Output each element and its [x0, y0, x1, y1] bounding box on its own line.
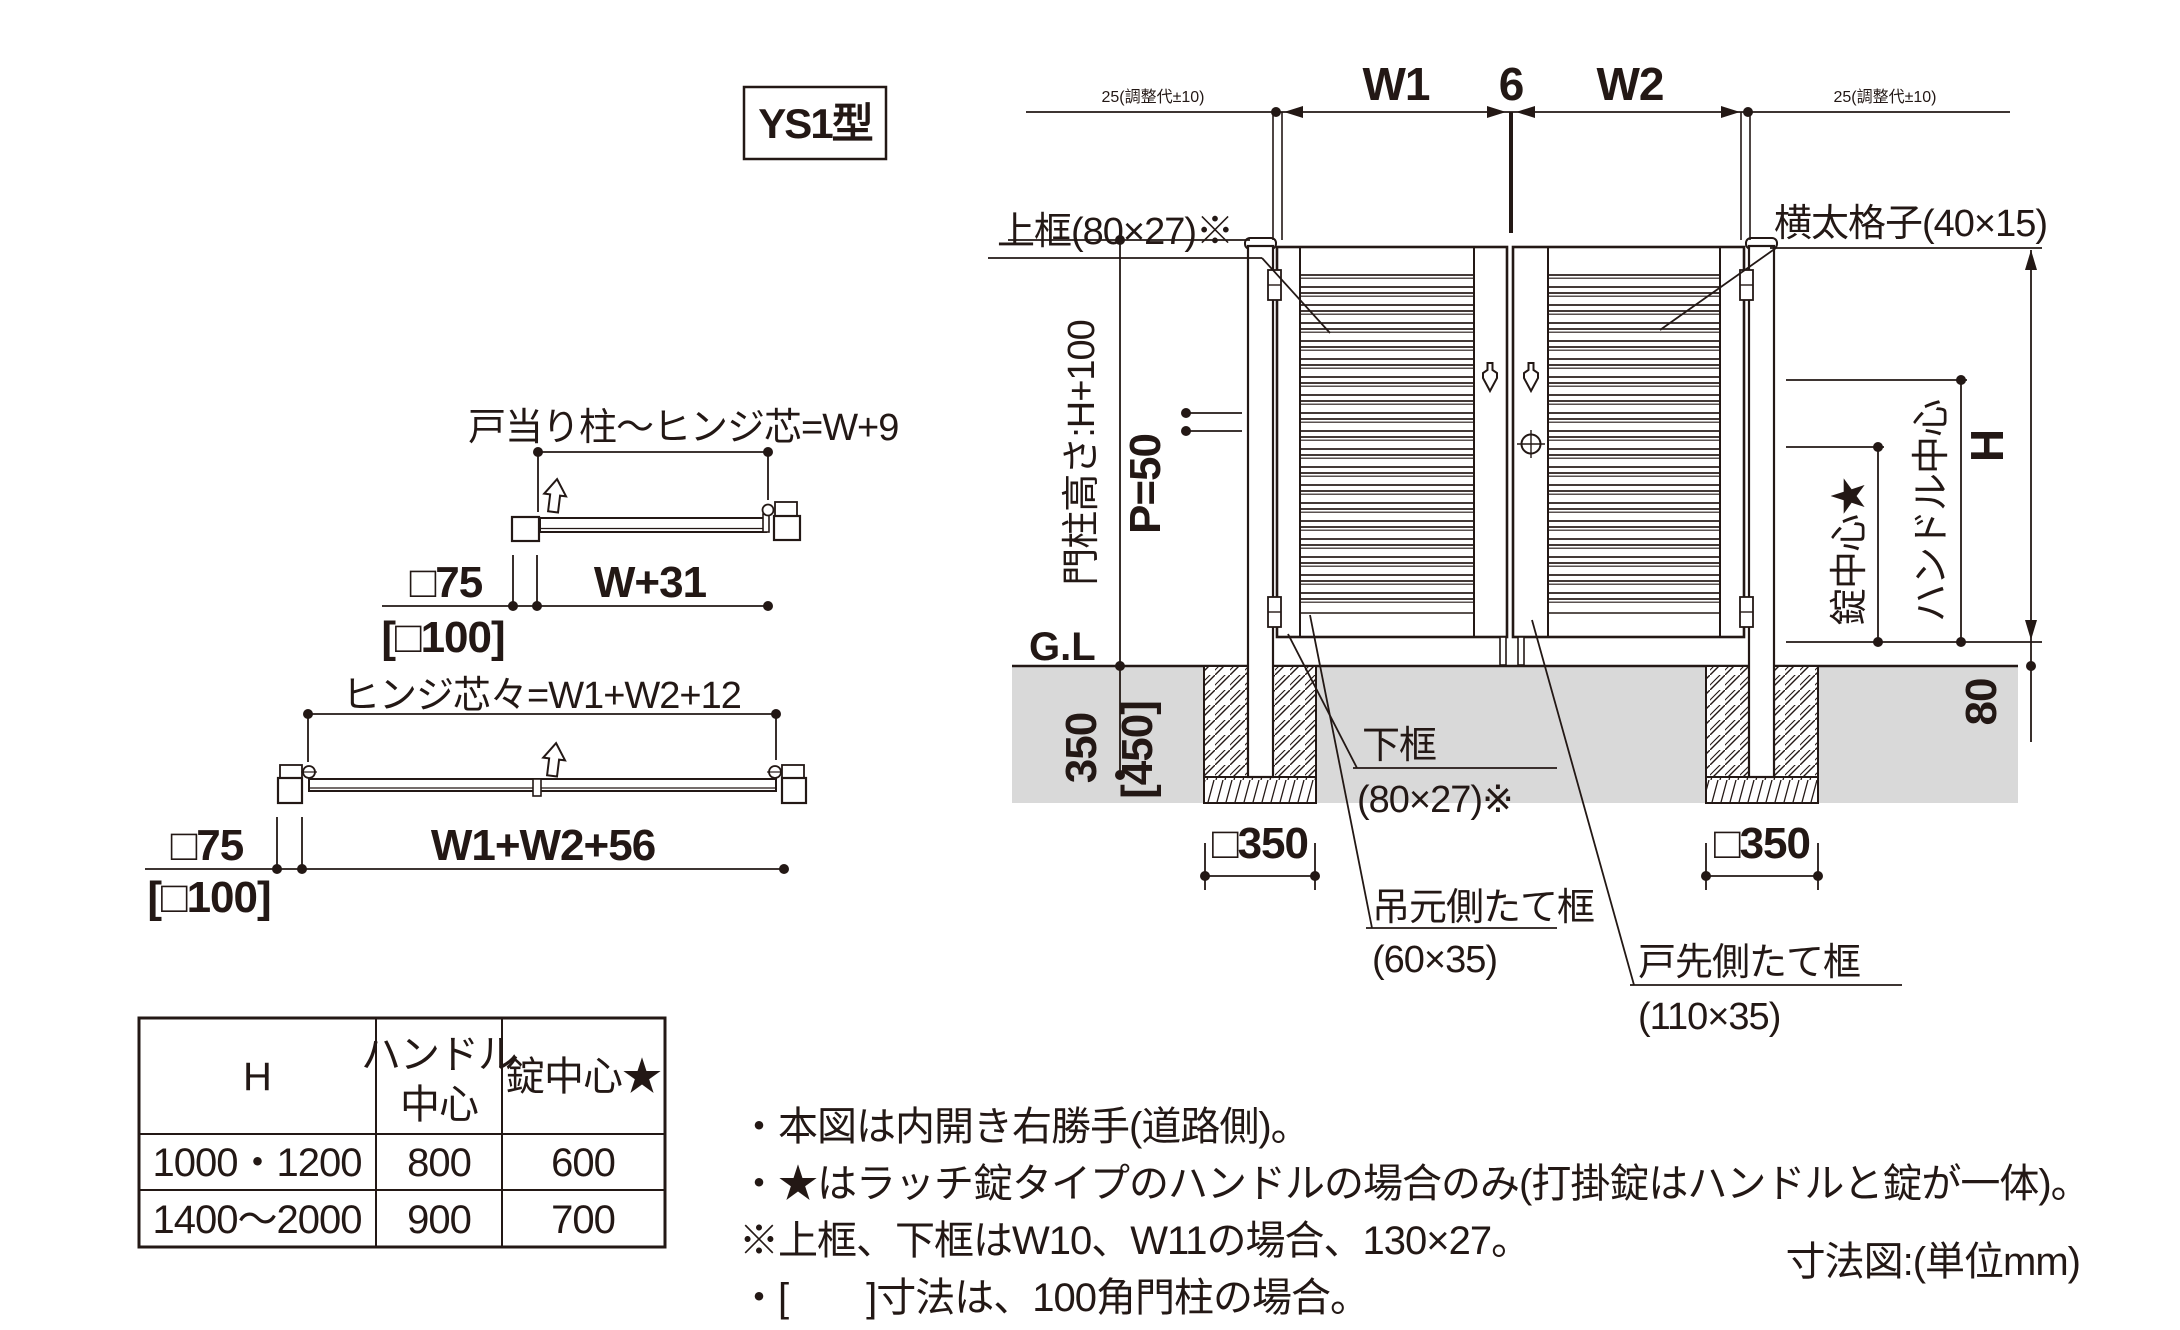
dim-lock-center-label: 錠中心★ [1829, 478, 1871, 626]
table-row: 1000・1200 800 600 [153, 1141, 616, 1185]
svg-text:横太格子(40×15): 横太格子(40×15) [1774, 203, 2047, 245]
table-header-handle-1: ハンドル [361, 1033, 517, 1077]
svg-text:吊元側たて框: 吊元側たて框 [1372, 887, 1594, 929]
svg-text:1400〜2000: 1400〜2000 [153, 1198, 362, 1242]
plan-single-post-alt-dim: [□100] [381, 613, 504, 662]
drop-rod [1499, 636, 1507, 666]
svg-text:600: 600 [551, 1141, 615, 1185]
stop-post-plan [510, 515, 541, 543]
right-hinge-post-plan [780, 776, 808, 805]
dim-right-adjust-label: 25(調整代±10) [1833, 88, 1936, 106]
note-line: ・本図は内開き右勝手(道路側)。 [739, 1105, 1310, 1149]
note-line: ※上框、下框はW10、W11の場合、130×27。 [739, 1219, 1530, 1263]
plan-double-width-dim: W1+W2+56 [431, 821, 655, 870]
swing-direction-arrow [541, 476, 569, 515]
table-row: 1400〜2000 900 700 [153, 1198, 616, 1242]
plan-single-label: 戸当り柱〜ヒンジ芯=W+9 [468, 407, 898, 449]
top-dimensions: 25(調整代±10) W1 6 W2 25(調整代±10) [1026, 58, 2010, 240]
left-leaf [1275, 245, 1509, 639]
dim-w1-label: W1 [1363, 58, 1430, 110]
svg-text:戸先側たて框: 戸先側たて框 [1638, 942, 1860, 984]
hinge-post-plan [772, 514, 802, 542]
right-leaf [1511, 245, 1746, 639]
svg-text:900: 900 [407, 1198, 471, 1242]
svg-text:□350: □350 [1714, 819, 1810, 868]
callout-lattice: 横太格子(40×15) [1659, 203, 2048, 331]
left-dimensions: 門柱高さ:H+100 P=50 G.L 350 [450] □350 □350 [1008, 235, 1823, 890]
right-post [1747, 244, 1776, 779]
left-hinge-post-plan [276, 776, 304, 805]
dim-footing-left: □350 [1200, 819, 1320, 890]
dim-gap-label: 6 [1499, 58, 1524, 110]
svg-text:上框(80×27)※: 上框(80×27)※ [997, 211, 1233, 253]
callout-top-rail: 上框(80×27)※ [988, 211, 1331, 334]
svg-text:□350: □350 [1212, 819, 1308, 868]
plan-single-post-dim: □75 [410, 558, 483, 607]
gate-posts [1244, 237, 1778, 779]
note-line: ・★はラッチ錠タイプのハンドルの場合のみ(打掛錠はハンドルと錠が一体)。 [739, 1162, 2090, 1206]
svg-text:(60×35): (60×35) [1372, 939, 1497, 981]
table-header-handle-2: 中心 [400, 1083, 478, 1127]
hinges [1267, 269, 1754, 628]
callout-bottom-rail: 下框 (80×27)※ [1287, 633, 1557, 821]
leaves-plan-bar [308, 778, 777, 792]
plan-view-single: 戸当り柱〜ヒンジ芯=W+9 □75 W+31 [□100] [381, 407, 899, 662]
drop-rod [1517, 636, 1525, 666]
notes-block: ・本図は内開き右勝手(道路側)。 ・★はラッチ錠タイプのハンドルの場合のみ(打掛… [739, 1105, 2091, 1320]
dim-height-label: H [1961, 430, 2013, 462]
dim-embed-alt-label: [450] [1113, 701, 1162, 799]
ground-zone [1012, 664, 2018, 804]
svg-text:700: 700 [551, 1198, 615, 1242]
dim-bottom-clearance-label: 80 [1957, 679, 2006, 726]
plan-double-post-dim: □75 [171, 821, 244, 870]
left-leaf-slats [1301, 274, 1473, 607]
dim-w2-label: W2 [1597, 58, 1664, 110]
svg-text:(110×35): (110×35) [1638, 996, 1780, 1038]
left-post [1246, 244, 1275, 779]
dim-pitch-label: P=50 [1121, 434, 1170, 534]
callout-latch-stile: 戸先側たて框 (110×35) [1531, 619, 1902, 1038]
ground-level-label: G.L [1029, 625, 1096, 669]
table-header-h: H [243, 1055, 271, 1099]
plan-double-label: ヒンジ芯々=W1+W2+12 [342, 675, 741, 717]
meeting-stile-plan [532, 778, 542, 797]
leaf-plan-bar [539, 517, 767, 533]
plan-view-double: ヒンジ芯々=W1+W2+12 □75 W1+W2+56 [□100] [145, 675, 808, 922]
spec-table: H ハンドル 中心 錠中心★ 1000・1200 800 600 1400〜20… [137, 1016, 667, 1249]
right-leaf-slats [1549, 274, 1719, 607]
dim-footing-right: □350 [1701, 819, 1823, 890]
svg-text:1000・1200: 1000・1200 [153, 1141, 362, 1185]
callout-hinge-stile: 吊元側たて框 (60×35) [1309, 614, 1595, 981]
dim-handle-center-label: ハンドル中心 [1911, 400, 1953, 622]
drawing-caption: 寸法図:(単位mm) [1786, 1240, 2080, 1284]
dim-post-height-label: 門柱高さ:H+100 [1061, 320, 1103, 586]
model-name: YS1型 [758, 100, 872, 147]
hinge-plan-icon [761, 503, 775, 517]
svg-text:(80×27)※: (80×27)※ [1357, 779, 1513, 821]
svg-text:下框: 下框 [1362, 725, 1436, 767]
right-dimensions: H ハンドル中心 錠中心★ 80 [1786, 250, 2042, 742]
note-line: ・[ ]寸法は、100角門柱の場合。 [739, 1276, 1369, 1320]
swing-direction-arrow [540, 740, 568, 779]
plan-single-width-dim: W+31 [594, 558, 707, 607]
plan-double-post-alt-dim: [□100] [147, 873, 270, 922]
table-header-lock: 錠中心★ [505, 1055, 661, 1099]
gate-leaves [1267, 245, 1754, 666]
dim-embed-label: 350 [1057, 713, 1106, 783]
dim-left-adjust-label: 25(調整代±10) [1101, 88, 1204, 106]
ground-band [1012, 666, 2018, 803]
svg-text:800: 800 [407, 1141, 471, 1185]
model-title-box: YS1型 [742, 85, 888, 161]
lock-icon [1517, 430, 1545, 458]
